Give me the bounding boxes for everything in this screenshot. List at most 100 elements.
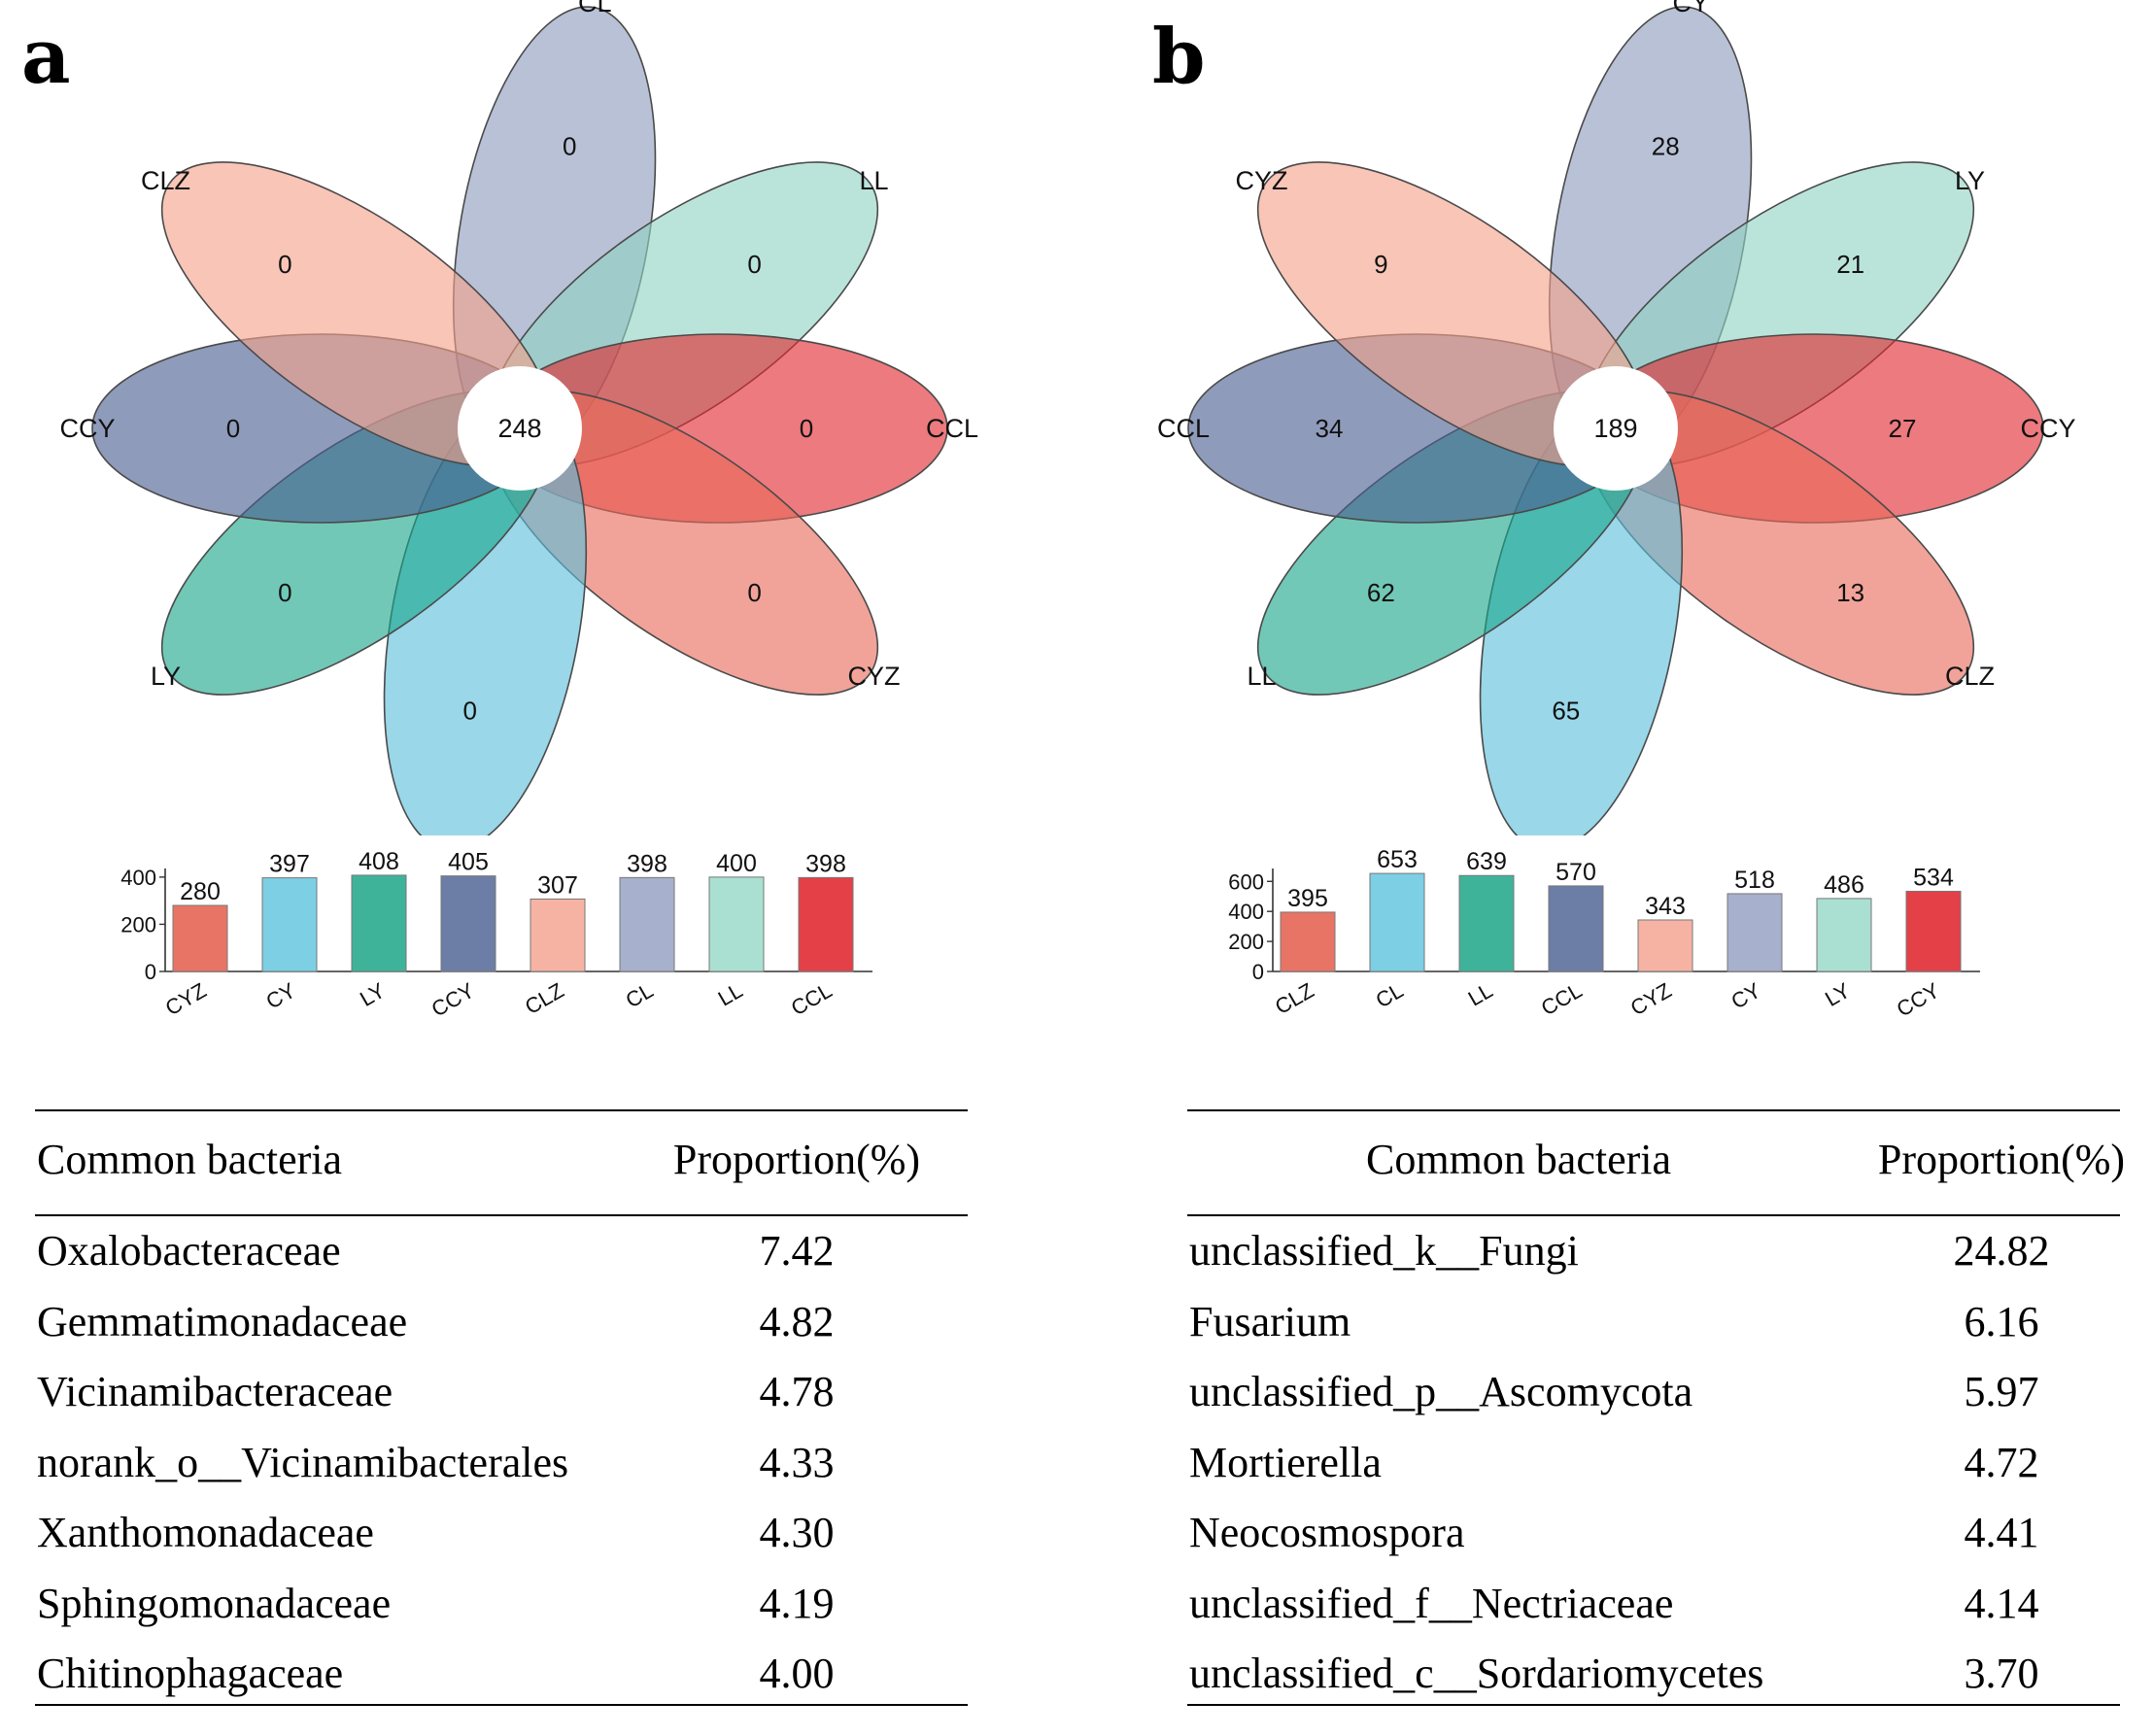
bar-value-label: 343 <box>1645 893 1686 920</box>
x-tick-label: CLZ <box>1271 978 1317 1019</box>
bar-value-label: 534 <box>1913 864 1954 891</box>
table-cell-proportion: 4.14 <box>1964 1579 2039 1627</box>
y-tick-label: 200 <box>1228 930 1264 954</box>
bar-cl <box>619 876 675 972</box>
table-top-rule <box>35 1109 968 1111</box>
bar-value-label: 653 <box>1377 846 1418 873</box>
petal-label: CCY <box>59 414 115 443</box>
table-cell-name: unclassified_k__Fungi <box>1189 1227 1579 1275</box>
bar-cy <box>261 877 318 972</box>
bar-value-label: 307 <box>537 871 578 899</box>
petal-count: 34 <box>1316 414 1344 443</box>
bar-value-label: 408 <box>359 848 399 875</box>
bar-value-label: 639 <box>1466 848 1507 875</box>
x-tick-label: CCY <box>1893 978 1944 1022</box>
table-cell-proportion: 4.33 <box>759 1438 835 1486</box>
petal-count: 0 <box>747 250 761 279</box>
x-tick-label: CY <box>262 978 300 1014</box>
bar-clz <box>1280 911 1336 972</box>
table-cell-name: norank_o__Vicinamibacterales <box>37 1438 569 1486</box>
table-cell-proportion: 4.78 <box>759 1368 835 1415</box>
x-tick-label: CYZ <box>161 978 211 1021</box>
table-cell-proportion: 4.30 <box>759 1509 835 1556</box>
bar-cl <box>1369 872 1425 972</box>
petal-count: 62 <box>1367 578 1395 607</box>
table-row: Neocosmospora 4.41 <box>1187 1506 2120 1560</box>
petal-count: 0 <box>800 414 813 443</box>
bar-ll <box>708 876 765 972</box>
bar-value-label: 518 <box>1734 867 1775 894</box>
x-tick-label: CCY <box>427 978 479 1022</box>
panel-b: b 28CY21LY27CCY13CLZ65CL62LL34CCL9CYZ189… <box>1077 0 2153 1736</box>
petal-label: CCL <box>926 414 978 443</box>
table-cell-name: Sphingomonadaceae <box>37 1579 392 1627</box>
x-tick-label: LL <box>1464 978 1497 1011</box>
panel-letter: b <box>1152 13 1206 101</box>
table-cell-proportion: 4.72 <box>1964 1438 2039 1486</box>
table-row: Oxalobacteraceae 7.42 <box>35 1224 968 1278</box>
table-cell-name: Chitinophagaceae <box>37 1650 344 1697</box>
x-tick-label: LL <box>714 978 747 1011</box>
table-row: norank_o__Vicinamibacterales 4.33 <box>35 1436 968 1490</box>
x-tick-label: LY <box>1821 978 1855 1011</box>
x-tick-label: CYZ <box>1626 978 1676 1021</box>
table-cell-proportion: 7.42 <box>759 1227 835 1275</box>
petal-count: 0 <box>278 578 291 607</box>
bar-cyz <box>1637 919 1693 972</box>
y-tick-label: 0 <box>1252 960 1264 984</box>
petal-count: 65 <box>1552 697 1580 726</box>
y-tick-label: 600 <box>1228 869 1264 894</box>
bar-cy <box>1727 893 1783 972</box>
x-tick-label: CY <box>1727 978 1765 1014</box>
table-cell-name: Gemmatimonadaceae <box>37 1297 408 1345</box>
table-cell-proportion: 4.41 <box>1964 1509 2039 1556</box>
petal-label: CCL <box>1157 414 1210 443</box>
petal-count: 21 <box>1836 250 1864 279</box>
table-cell-proportion: 4.82 <box>759 1297 835 1345</box>
panel-a: a 0CL0LL0CCL0CYZ0CY0LY0CCY0CLZ248 020040… <box>21 0 978 1706</box>
table-cell-name: Common bacteria <box>1366 1136 1672 1183</box>
x-tick-label: CLZ <box>521 978 567 1019</box>
table-cell-name: Xanthomonadaceae <box>37 1509 374 1556</box>
table-header: Common bacteria Proportion(%) <box>1187 1133 2125 1187</box>
bar-ccy <box>440 875 496 972</box>
petal-label: CYZ <box>848 662 901 691</box>
table-cell-name: Oxalobacteraceae <box>37 1227 341 1275</box>
bar-value-label: 400 <box>716 850 757 877</box>
petal-label: LY <box>151 662 181 691</box>
table-row: Gemmatimonadaceae 4.82 <box>35 1295 968 1349</box>
table-cell-name: unclassified_c__Sordariomycetes <box>1189 1650 1764 1697</box>
table-cell-name: unclassified_p__Ascomycota <box>1189 1368 1693 1415</box>
bar-value-label: 486 <box>1824 871 1864 899</box>
table-top-rule <box>1187 1109 2120 1111</box>
bar-value-label: 397 <box>269 851 310 878</box>
table-row: Xanthomonadaceae 4.30 <box>35 1506 968 1560</box>
petal-count: 28 <box>1652 131 1680 160</box>
bar-value-label: 395 <box>1287 885 1328 912</box>
table-header-rule <box>1187 1214 2120 1216</box>
bar-cyz <box>172 904 228 972</box>
table-bottom-rule <box>35 1704 968 1706</box>
bar-value-label: 398 <box>805 850 846 877</box>
x-tick-label: CCL <box>1537 978 1587 1021</box>
table-row: unclassified_k__Fungi 24.82 <box>1187 1224 2120 1278</box>
petal-label: CYZ <box>1235 166 1287 195</box>
petal-label: LY <box>1955 166 1985 195</box>
bar-ly <box>1816 898 1872 972</box>
table-cell-name: Fusarium <box>1189 1297 1351 1345</box>
table-cell-proportion: 24.82 <box>1953 1227 2050 1275</box>
petal-count: 0 <box>278 250 291 279</box>
petal-count: 0 <box>226 414 240 443</box>
table-cell-proportion: Proportion(%) <box>1877 1136 2126 1183</box>
petal-count: 13 <box>1836 578 1864 607</box>
y-tick-label: 400 <box>120 866 156 890</box>
table-cell-proportion: 5.97 <box>1964 1368 2039 1415</box>
table-bottom-rule <box>1187 1704 2120 1706</box>
table-cell-name: Vicinamibacteraceae <box>37 1368 393 1415</box>
table-cell-name: Neocosmospora <box>1189 1509 1465 1556</box>
x-tick-label: CL <box>622 978 658 1013</box>
